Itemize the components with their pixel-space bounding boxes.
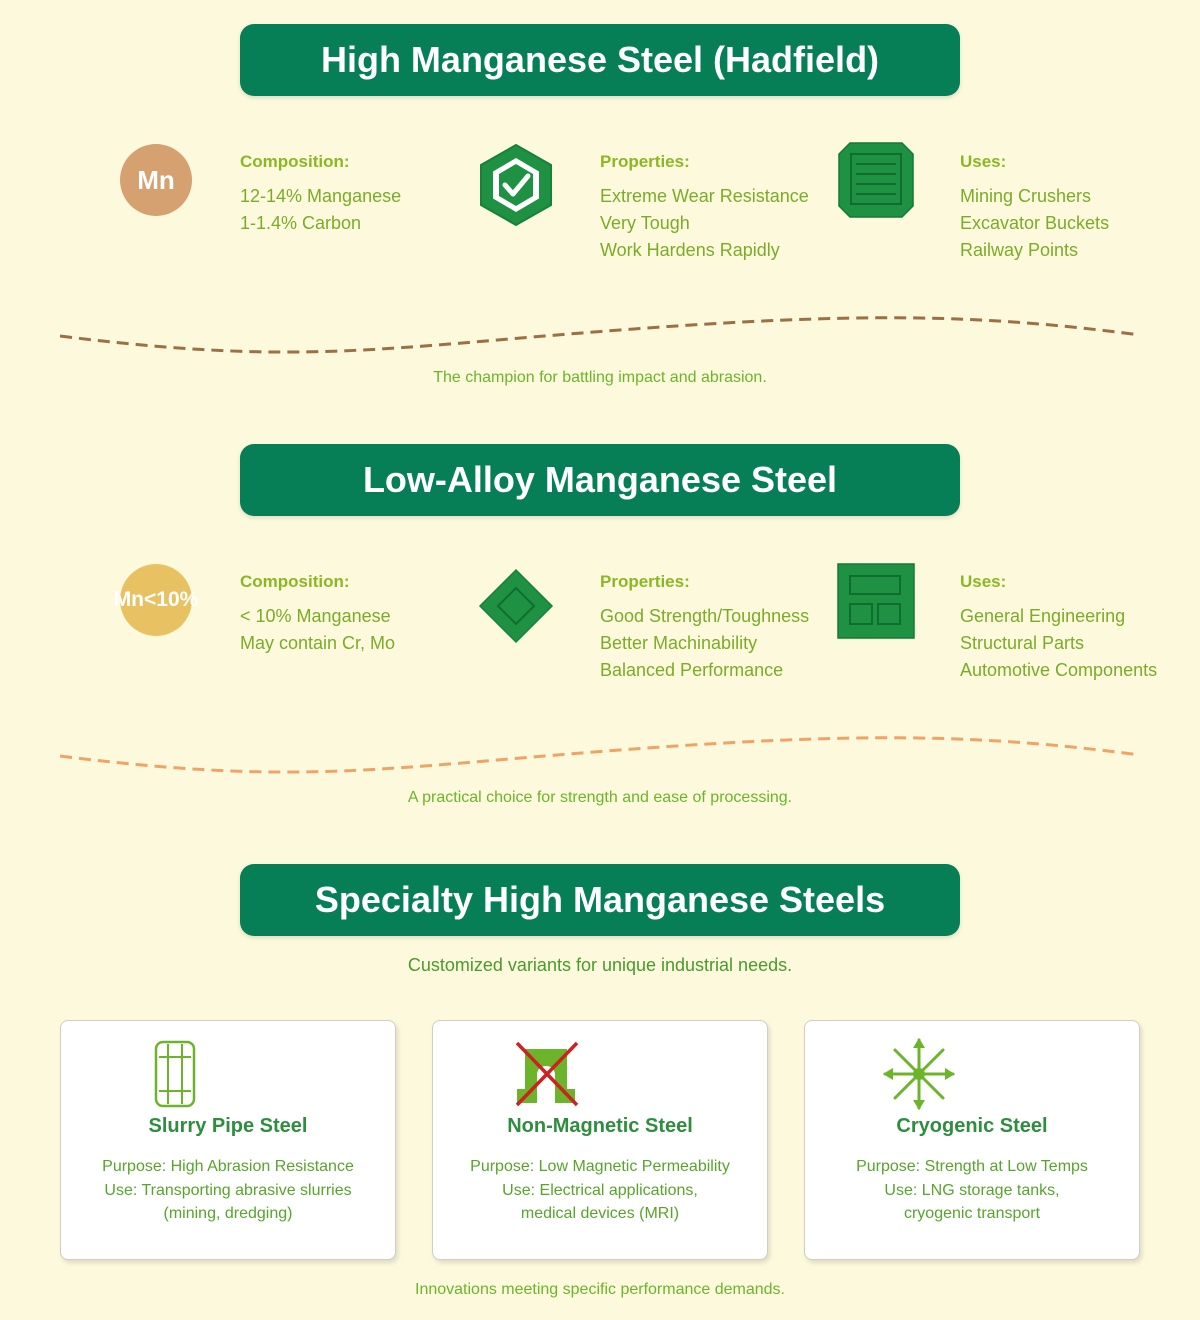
card-title: Slurry Pipe Steel (148, 1115, 308, 1137)
properties-heading: Properties: (600, 572, 690, 591)
hexagon-check-icon (480, 143, 552, 227)
uses-list: General Engineering Structural Parts Aut… (960, 603, 1157, 684)
specialty-footer: Innovations meeting specific performance… (415, 1281, 785, 1298)
card-line: medical devices (MRI) (520, 1205, 680, 1222)
card-description: Purpose: Strength at Low Temps Use: LNG … (805, 1155, 1139, 1226)
uses-line: Excavator Buckets (960, 213, 1110, 233)
uses-line: Mining Crushers (960, 186, 1092, 206)
wave-divider (59, 316, 1141, 354)
card-description: Purpose: Low Magnetic Permeability Use: … (433, 1155, 767, 1226)
composition-heading: Composition: (240, 152, 350, 171)
card-line: Use: LNG storage tanks, (884, 1181, 1060, 1199)
composition-list: < 10% Manganese May contain Cr, Mo (240, 603, 395, 657)
lined-document-icon (838, 142, 914, 218)
section-1-caption: The champion for battling impact and abr… (433, 369, 767, 386)
card-line: cryogenic transport (903, 1205, 1041, 1222)
properties-list: Extreme Wear Resistance Very Tough Work … (600, 183, 809, 264)
composition-line: 1-1.4% Carbon (240, 213, 362, 233)
properties-line: Very Tough (600, 213, 690, 233)
section-2-caption: A practical choice for strength and ease… (407, 789, 793, 806)
composition-line: 12-14% Manganese (240, 186, 402, 206)
section-2-title: Low-Alloy Manganese Steel (240, 444, 960, 516)
uses-heading: Uses: (960, 152, 1007, 171)
properties-list: Good Strength/Toughness Better Machinabi… (600, 603, 809, 684)
card-title: Non-Magnetic Steel (507, 1115, 693, 1137)
card-line: Use: Electrical applications, (502, 1181, 698, 1199)
card-line: Use: Transporting abrasive slurries (104, 1181, 352, 1199)
mn-percentage-icon: Mn<10% (114, 564, 198, 636)
composition-line: May contain Cr, Mo (240, 633, 396, 653)
properties-heading: Properties: (600, 152, 690, 171)
section-1-title: High Manganese Steel (Hadfield) (240, 24, 960, 96)
composition-list: 12-14% Manganese 1-1.4% Carbon (240, 183, 401, 237)
properties-line: Better Machinability (600, 633, 758, 653)
card-slurry-pipe-steel: Slurry Pipe Steel Purpose: High Abrasion… (60, 1020, 396, 1260)
card-line: (mining, dredging) (163, 1205, 293, 1222)
uses-list: Mining Crushers Excavator Buckets Railwa… (960, 183, 1109, 264)
uses-line: General Engineering (960, 606, 1126, 626)
composition-line: < 10% Manganese (240, 606, 391, 626)
no-magnet-icon (515, 1041, 579, 1107)
properties-line: Good Strength/Toughness (600, 606, 810, 626)
specialty-subtitle: Customized variants for unique industria… (407, 955, 793, 975)
pipe-icon (154, 1040, 196, 1108)
card-description: Purpose: High Abrasion Resistance Use: T… (61, 1155, 395, 1226)
properties-line: Work Hardens Rapidly (600, 240, 780, 260)
card-cryogenic-steel: Cryogenic Steel Purpose: Strength at Low… (804, 1020, 1140, 1260)
snowflake-icon (883, 1038, 955, 1110)
card-line: Purpose: Strength at Low Temps (856, 1158, 1088, 1175)
card-non-magnetic-steel: Non-Magnetic Steel Purpose: Low Magnetic… (432, 1020, 768, 1260)
wave-divider (59, 736, 1141, 774)
uses-line: Automotive Components (960, 660, 1158, 680)
specialty-title: Specialty High Manganese Steels (240, 864, 960, 936)
properties-line: Extreme Wear Resistance (600, 186, 809, 206)
uses-line: Structural Parts (960, 633, 1085, 653)
uses-line: Railway Points (960, 240, 1079, 260)
diamond-icon (478, 568, 554, 644)
properties-line: Balanced Performance (600, 660, 784, 680)
grid-panel-icon (837, 563, 915, 639)
card-title: Cryogenic Steel (896, 1115, 1048, 1137)
card-line: Purpose: High Abrasion Resistance (102, 1158, 354, 1175)
uses-heading: Uses: (960, 572, 1007, 591)
mn-element-icon: Mn (120, 144, 192, 216)
composition-heading: Composition: (240, 572, 350, 591)
card-line: Purpose: Low Magnetic Permeability (470, 1158, 730, 1175)
